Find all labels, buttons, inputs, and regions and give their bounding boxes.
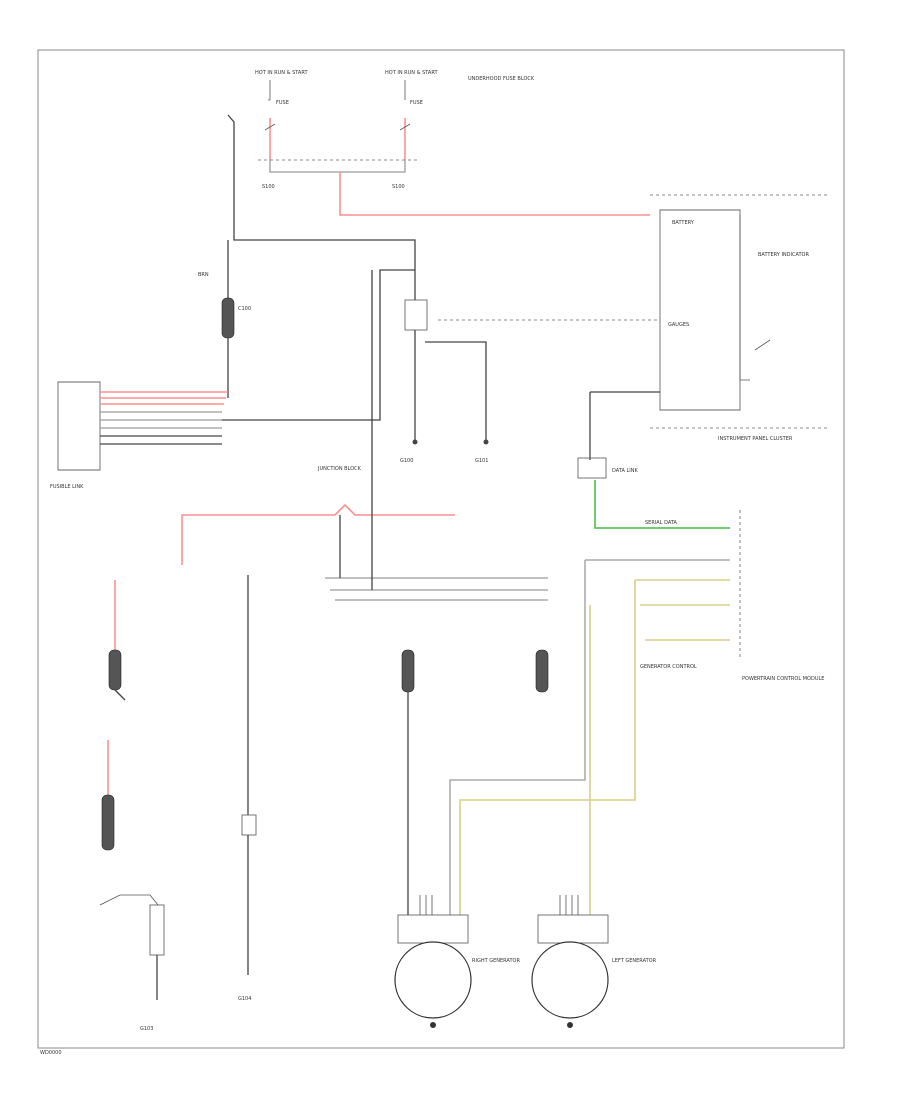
junction-block: JUNCTION BLOCK	[181, 270, 548, 601]
left-lower-circuit: G103	[99, 580, 165, 1032]
serial-data-wire: SERIAL DATA	[594, 480, 730, 529]
ground-left-label: G100	[400, 458, 413, 464]
hot-label-left: HOT IN RUN & START	[255, 70, 308, 76]
hot-label-right: HOT IN RUN & START	[385, 70, 438, 76]
main-black-wire: BRN	[198, 114, 416, 300]
fusible-link-label: FUSIBLE LINK	[50, 484, 84, 490]
fuse-label-right: FUSE	[410, 100, 423, 106]
battery-indicator-label: BATTERY INDICATOR	[758, 252, 809, 258]
junction-label: JUNCTION BLOCK	[317, 466, 362, 472]
underhood-label: UNDERHOOD FUSE BLOCK	[468, 76, 535, 82]
wire-code-top: BRN	[198, 272, 209, 278]
middle-lower-circuit: G104	[238, 575, 257, 1002]
data-link-label: DATA LINK	[612, 468, 638, 474]
splice-label-left: S100	[262, 184, 275, 190]
top-fuse-area: HOT IN RUN & START HOT IN RUN & START UN…	[255, 70, 650, 216]
splice-label-right: S100	[392, 184, 405, 190]
left-generator: LEFT GENERATOR	[531, 895, 657, 1028]
right-generator: RIGHT GENERATOR	[394, 895, 520, 1028]
fuse-label-left: FUSE	[276, 100, 289, 106]
ground-bottom-left-label: G103	[140, 1026, 153, 1032]
powertrain-label: POWERTRAIN CONTROL MODULE	[742, 676, 824, 682]
connector-left-upper: C100	[221, 297, 251, 398]
left-generator-label: LEFT GENERATOR	[612, 958, 657, 964]
left-module: FUSIBLE LINK	[50, 269, 415, 490]
ignition-switch: G100 G101	[400, 268, 660, 464]
generator-feeds	[449, 560, 636, 915]
svg-text:C100: C100	[238, 306, 251, 312]
ground-right-label: G101	[475, 458, 488, 464]
gauges-label: GAUGES	[668, 322, 689, 328]
right-generator-label: RIGHT GENERATOR	[472, 958, 520, 964]
generator-control-label: GENERATOR CONTROL	[640, 664, 697, 670]
instrument-cluster: BATTERY GAUGES BATTERY INDICATOR INSTRUM…	[577, 194, 830, 479]
powertrain-module: POWERTRAIN CONTROL MODULE GENERATOR CONT…	[585, 510, 824, 682]
serial-data-label: SERIAL DATA	[645, 520, 678, 526]
footer-code: WD0000	[40, 1050, 62, 1056]
diagram-frame	[37, 49, 845, 1049]
battery-label: BATTERY	[672, 220, 695, 226]
ground-bottom-mid-label: G104	[238, 996, 251, 1002]
cluster-label: INSTRUMENT PANEL CLUSTER	[718, 436, 793, 442]
generator-connectors	[401, 649, 549, 915]
